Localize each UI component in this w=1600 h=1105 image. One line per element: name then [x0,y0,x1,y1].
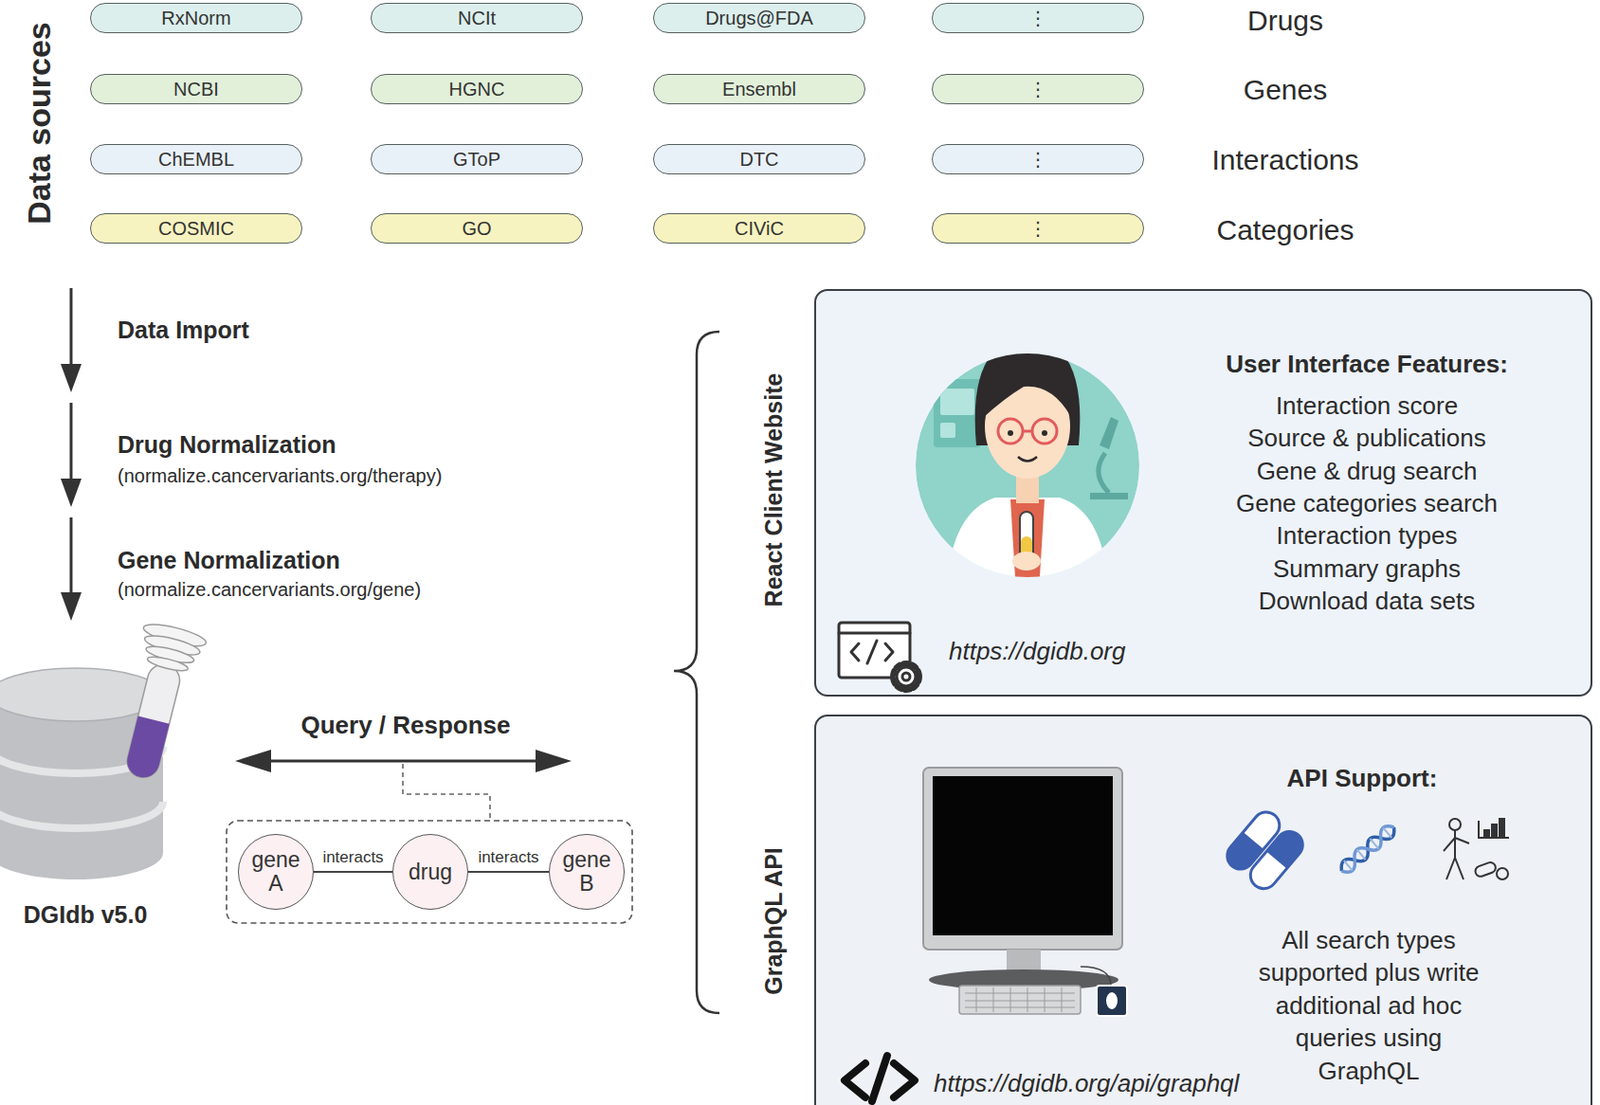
entity-name: gene B [558,848,616,896]
step-label: Drug Normalization [117,430,337,459]
panel-side-title: GraphQL API [759,847,788,996]
patient-chart-icon [1443,818,1510,880]
source-pill: NCBI [90,73,303,105]
source-name: GO [461,217,491,240]
step-note: (normalize.cancervariants.org/gene) [117,578,421,601]
database-cylinder: DGIdb v5.0 [0,625,171,939]
source-name: RxNorm [161,6,231,30]
entity-circle: gene B [548,834,625,910]
row-label: Interactions [1211,143,1359,178]
panel-text: Download data sets [1258,586,1475,616]
cylinder-shape [0,625,171,939]
source-pill: RxNorm [90,2,303,34]
test-tube [108,619,208,785]
panel-text: Gene & drug search [1256,456,1478,486]
edge-label: interacts [475,848,541,868]
panel-heading: API Support: [1287,763,1438,793]
cylinder-band [0,801,164,829]
api-code-icon [844,1055,915,1102]
source-name: CIViC [734,217,784,240]
connector [468,871,549,873]
computer [923,767,1128,1017]
panel-side-title: React Client Website [759,373,788,608]
dashed-group [226,820,633,924]
web-code-icon [838,622,920,691]
entity-name: drug [401,860,459,885]
source-name: NCBI [173,77,219,101]
source-name: ⋮ [1028,217,1048,240]
step-note: (normalize.cancervariants.org/therapy) [117,464,442,488]
panel-text: Interaction types [1276,521,1458,550]
arrow-label: Query / Response [300,710,510,741]
source-pill: GO [370,213,583,244]
panel-text: Gene categories search [1236,489,1498,518]
source-pill: COSMIC [90,213,303,244]
source-name: ⋮ [1028,6,1048,30]
source-pill: Drugs@FDA [653,2,866,34]
source-pill: ⋮ [931,2,1145,34]
row-label: Genes [1243,72,1328,108]
step-label: Data Import [117,315,250,345]
source-name: HGNC [449,77,506,101]
source-pill: ChEMBL [90,144,303,175]
source-pill: ⋮ [931,73,1145,105]
capsule-icon [1221,806,1309,894]
source-pill: ⋮ [931,213,1145,244]
entity-circle: gene A [237,834,314,910]
source-name: COSMIC [158,217,235,240]
source-pill: DTC [653,144,866,175]
query-arrow [235,749,572,821]
scientist-avatar [915,336,1140,593]
source-name: DTC [739,147,779,171]
panel-heading: User Interface Features: [1225,349,1509,379]
source-pill: Ensembl [653,73,866,105]
panel-text: https://dgidb.org/api/graphql [933,1069,1239,1098]
source-name: GToP [453,147,501,171]
source-name: Ensembl [722,77,797,101]
source-pill: GToP [370,144,583,175]
panel-text: Interaction score [1275,391,1458,420]
row-label: Categories [1216,213,1354,248]
import-arrows [60,288,82,621]
dna-icon [1337,821,1399,876]
source-pill: NCIt [370,2,583,34]
source-name: Drugs@FDA [705,6,814,30]
panel-text: https://dgidb.org [948,636,1126,666]
row-label: Drugs [1247,3,1324,38]
source-name: ⋮ [1028,77,1048,101]
panel-text: All search types supported plus write ad… [1245,924,1492,1088]
source-pill: HGNC [370,73,583,105]
source-name: ChEMBL [158,147,235,171]
curly-bracket [673,331,720,1014]
panel-text: Source & publications [1247,423,1486,453]
panel-text: Summary graphs [1272,554,1461,583]
database-name: DGIdb v5.0 [23,900,148,929]
edge-label: interacts [320,848,385,868]
source-name: NCIt [457,6,496,30]
source-name: ⋮ [1028,147,1048,171]
step-label: Gene Normalization [117,545,341,575]
entity-circle: drug [392,834,469,910]
source-pill: ⋮ [931,144,1145,175]
source-pill: CIViC [653,213,866,244]
entity-name: gene A [247,848,305,896]
connector [313,871,393,873]
section-title: Data sources [19,21,59,225]
